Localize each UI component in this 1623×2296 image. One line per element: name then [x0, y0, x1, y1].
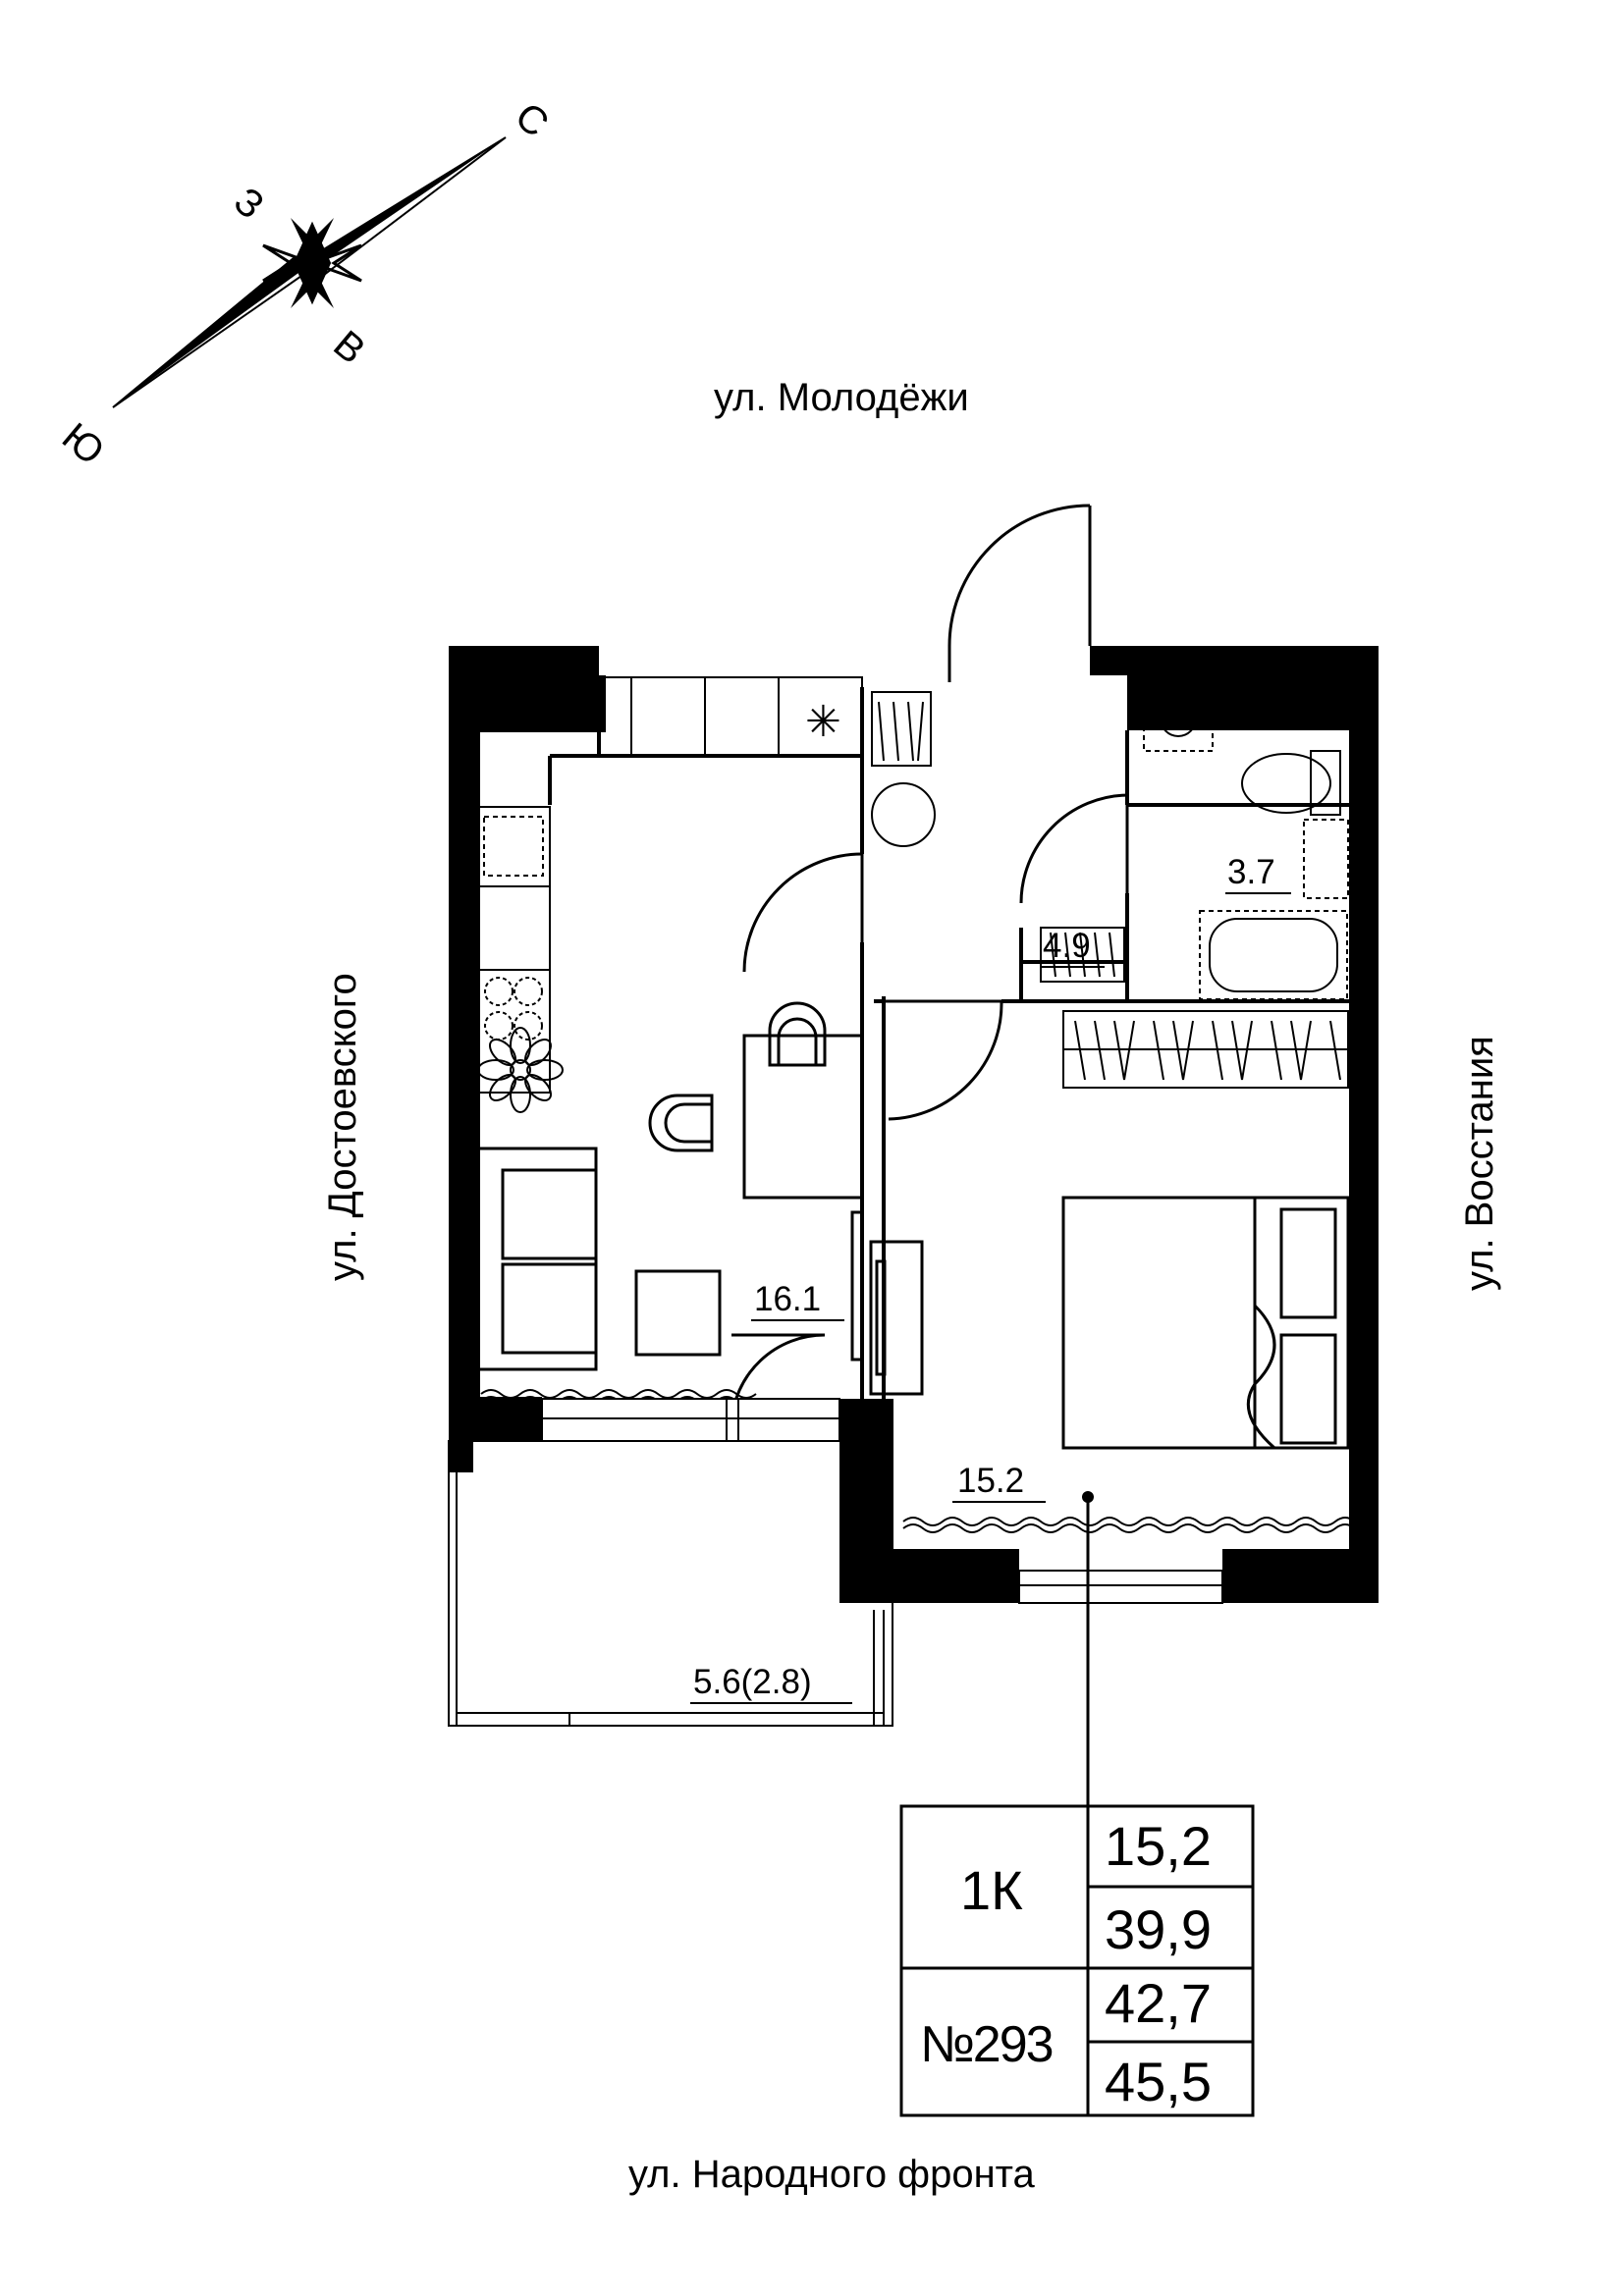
hall-round-table: [871, 782, 936, 847]
room-area-loggia: 5.6(2.8): [693, 1663, 812, 1701]
apartment-info-table: [899, 1804, 1255, 2117]
sofa: [476, 1147, 598, 1371]
curtains: [480, 1389, 1356, 1533]
kitchen-counter: [477, 675, 863, 1094]
entrance-door: [947, 504, 1092, 682]
dining-set: [648, 1001, 864, 1200]
bed: [1061, 1196, 1350, 1450]
compass-north-label: С: [507, 94, 556, 145]
hall-cabinet: [871, 691, 932, 767]
apartment-type: 1К: [960, 1859, 1023, 1921]
tv-unit: [850, 1210, 924, 1396]
room-area-bedroom: 15.2: [957, 1462, 1024, 1500]
room-area-kitchen: 16.1: [754, 1280, 821, 1318]
table-value-1: 15,2: [1105, 1815, 1212, 1877]
wardrobe: [1062, 1010, 1349, 1089]
hall-shoe-rack: [1040, 927, 1125, 983]
room-area-bathroom: 3.7: [1227, 853, 1275, 891]
street-right-label: ул. Восстания: [1458, 1036, 1501, 1291]
table-value-2: 39,9: [1105, 1898, 1212, 1960]
apartment-number: №293: [920, 2016, 1053, 2073]
compass-east-label: В: [325, 323, 373, 373]
compass-rose: С З В Ю: [54, 94, 557, 473]
windows: [541, 1398, 1223, 1604]
street-left-label: ул. Достоевского: [321, 973, 364, 1281]
bathroom-fixtures: [1143, 686, 1349, 1000]
loggia: [448, 1440, 893, 1727]
street-bottom-label: ул. Народного фронта: [628, 2153, 1036, 2196]
interior-doors: [730, 793, 1129, 1424]
plant: [477, 1027, 564, 1113]
room-area-hall: 4.9: [1043, 927, 1091, 965]
coffee-table: [634, 1269, 722, 1357]
compass-south-label: Ю: [54, 415, 112, 474]
hood-symbol: ✳: [805, 697, 841, 747]
room-area-labels: 16.1 15.2 3.7 4.9 5.6(2.8): [690, 853, 1291, 1704]
street-top-label: ул. Молодёжи: [714, 376, 969, 419]
compass-west-label: З: [226, 180, 272, 228]
exterior-walls: [449, 646, 1379, 1603]
table-value-3: 42,7: [1105, 1972, 1212, 2034]
table-value-4: 45,5: [1105, 2051, 1212, 2112]
